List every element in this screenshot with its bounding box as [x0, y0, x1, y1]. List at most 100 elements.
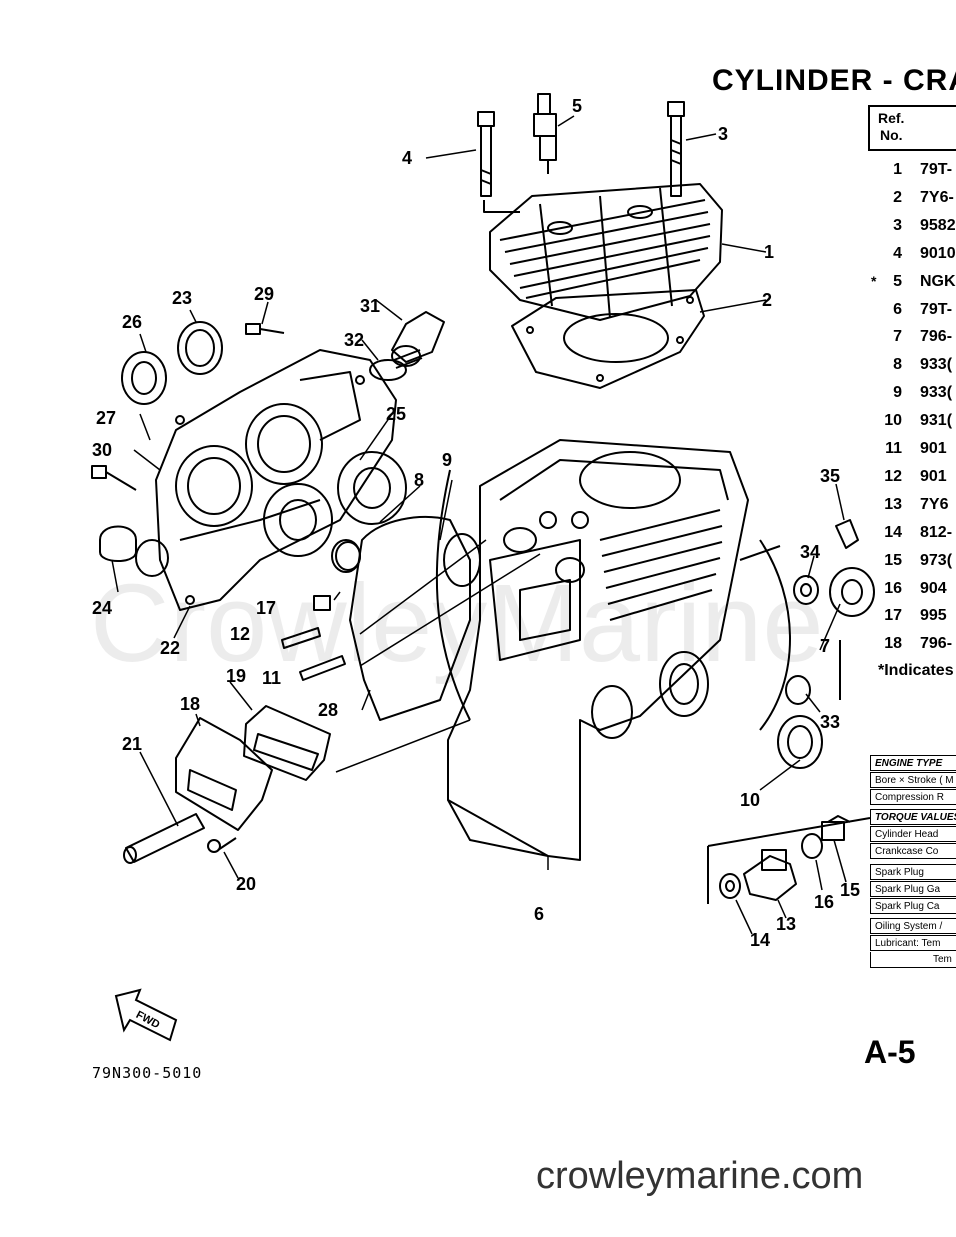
spec-row-3: TORQUE VALUES — [870, 809, 956, 825]
ref-number-2: 3 — [893, 217, 902, 234]
part-number-5[interactable]: 79T- — [920, 301, 953, 318]
spec-row-4: Cylinder Head — [870, 826, 956, 842]
callout-35[interactable]: 35 — [820, 466, 841, 486]
ref-number-11: 12 — [884, 468, 902, 485]
oil-seal-drawing — [121, 321, 361, 577]
callout-23[interactable]: 23 — [172, 288, 193, 308]
part-number-6[interactable]: 796- — [920, 328, 953, 345]
plug-7-drawing — [829, 567, 875, 617]
part-number-17[interactable]: 796- — [920, 635, 953, 652]
row-star-4: * — [871, 273, 877, 289]
callout-26[interactable]: 26 — [122, 312, 143, 332]
spec-row-5: Crankcase Co — [870, 843, 956, 859]
callout-28[interactable]: 28 — [318, 700, 339, 720]
breather-cover-drawing — [175, 717, 273, 831]
part-number-4[interactable]: NGK — [920, 273, 956, 290]
website-link[interactable]: crowleymarine.com — [536, 1155, 864, 1197]
part-number-8[interactable]: 933( — [920, 384, 953, 401]
callout-21[interactable]: 21 — [122, 734, 143, 754]
part-number-9[interactable]: 931( — [920, 412, 953, 429]
callout-13[interactable]: 13 — [776, 914, 797, 934]
callout-1[interactable]: 1 — [764, 242, 775, 262]
spec-row-11: Tem — [870, 952, 956, 968]
callout-14[interactable]: 14 — [750, 930, 771, 950]
callout-2[interactable]: 2 — [762, 290, 773, 310]
table-footnote: *Indicates — [878, 662, 954, 679]
part-number-13[interactable]: 812- — [920, 524, 953, 541]
callout-27[interactable]: 27 — [96, 408, 117, 428]
bolt-30-drawing — [91, 465, 137, 491]
ref-number-7: 8 — [893, 356, 902, 373]
plug-35-drawing — [835, 519, 859, 549]
bearing-9-drawing — [443, 533, 481, 587]
callout-8[interactable]: 8 — [414, 470, 425, 490]
ref-number-15: 16 — [884, 580, 902, 597]
part-number-11[interactable]: 901 — [920, 468, 947, 485]
callout-22[interactable]: 22 — [160, 638, 181, 658]
callout-6[interactable]: 6 — [534, 904, 545, 924]
fwd-arrow-icon — [114, 988, 178, 1042]
callout-7[interactable]: 7 — [820, 636, 831, 656]
spec-row-9: Oiling System / — [870, 918, 956, 934]
callout-4[interactable]: 4 — [402, 148, 413, 168]
spec-row-6: Spark Plug — [870, 864, 956, 880]
oil-seal-8-drawing — [335, 541, 361, 571]
bolt-3-drawing — [667, 101, 685, 197]
ref-number-10: 11 — [885, 440, 902, 457]
callout-17[interactable]: 17 — [256, 598, 277, 618]
ref-number-3: 4 — [893, 245, 902, 262]
callout-12[interactable]: 12 — [230, 624, 251, 644]
oil-seal-10-drawing — [777, 715, 823, 769]
callout-15[interactable]: 15 — [840, 880, 861, 900]
callout-34[interactable]: 34 — [800, 542, 821, 562]
callout-19[interactable]: 19 — [226, 666, 247, 686]
callout-30[interactable]: 30 — [92, 440, 113, 460]
callout-16[interactable]: 16 — [814, 892, 835, 912]
callout-32[interactable]: 32 — [344, 330, 365, 350]
part-number-1[interactable]: 7Y6- — [920, 189, 954, 206]
part-number-12[interactable]: 7Y6 — [920, 496, 949, 513]
spec-row-2: Compression R — [870, 789, 956, 805]
part-number-0[interactable]: 79T- — [920, 161, 953, 178]
callout-11[interactable]: 11 — [262, 668, 282, 688]
drain-fitting-13-drawing — [743, 849, 797, 901]
part-number-16[interactable]: 995 — [920, 607, 947, 624]
part-number-14[interactable]: 973( — [920, 552, 953, 569]
washer-16-drawing — [801, 833, 823, 859]
washer-34-drawing — [793, 575, 819, 605]
part-number-3[interactable]: 9010 — [920, 245, 956, 262]
callout-33[interactable]: 33 — [820, 712, 841, 732]
callout-3[interactable]: 3 — [718, 124, 729, 144]
part-number-2[interactable]: 9582 — [920, 217, 956, 234]
spec-row-1: Bore × Stroke ( M — [870, 772, 956, 788]
ref-number-6: 7 — [893, 328, 902, 345]
callout-5[interactable]: 5 — [572, 96, 583, 116]
callout-18[interactable]: 18 — [180, 694, 201, 714]
ref-number-5: 6 — [893, 301, 902, 318]
ref-number-16: 17 — [884, 607, 902, 624]
ref-number-8: 9 — [893, 384, 902, 401]
ref-number-9: 10 — [884, 412, 902, 429]
plug-24-drawing — [99, 525, 137, 562]
spark-plug-drawing — [533, 93, 557, 174]
page-title: CYLINDER - CRA — [712, 64, 956, 97]
ref-header-line2: No. — [880, 127, 903, 143]
dowel-17-drawing — [313, 595, 331, 611]
part-number-10[interactable]: 901 — [920, 440, 947, 457]
crankcase-body-drawing — [435, 439, 791, 861]
oil-filler-cap-drawing — [369, 311, 445, 381]
callout-31[interactable]: 31 — [360, 296, 381, 316]
ref-number-1: 2 — [893, 189, 902, 206]
part-number-7[interactable]: 933( — [920, 356, 953, 373]
ref-header-line1: Ref. — [878, 110, 905, 126]
callout-24[interactable]: 24 — [92, 598, 113, 618]
callout-20[interactable]: 20 — [236, 874, 257, 894]
callout-10[interactable]: 10 — [740, 790, 761, 810]
plug-15-drawing — [821, 815, 851, 841]
callout-25[interactable]: 25 — [386, 404, 407, 424]
spec-row-10: Lubricant: Tem — [870, 935, 956, 951]
callout-9[interactable]: 9 — [442, 450, 453, 470]
part-number-15[interactable]: 904 — [920, 580, 947, 597]
callout-29[interactable]: 29 — [254, 284, 275, 304]
